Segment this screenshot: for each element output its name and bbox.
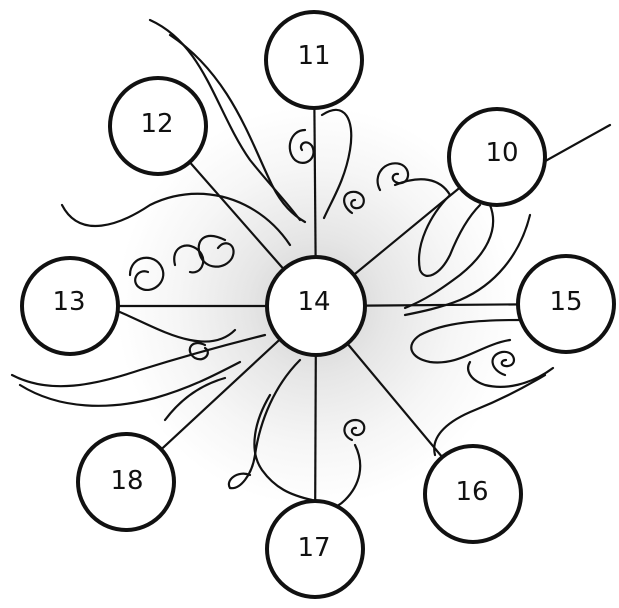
node-east-label: 15 — [549, 287, 582, 317]
flourish-east-swirl — [493, 352, 514, 375]
node-north-label: 11 — [297, 41, 330, 71]
flourish-east-lower — [411, 320, 520, 363]
node-west: 13 — [22, 258, 118, 354]
node-west-label: 13 — [52, 287, 85, 317]
flourish-west-lower — [115, 310, 235, 342]
node-southeast-label: 16 — [455, 477, 488, 507]
flourish-top-swirl — [290, 130, 314, 163]
node-southwest: 18 — [78, 434, 174, 530]
node-southwest-label: 18 — [110, 466, 143, 496]
node-south: 17 — [267, 501, 363, 597]
flourish-top-right — [322, 110, 351, 218]
flourish-top-right-swirl — [344, 192, 364, 213]
node-south-label: 17 — [297, 533, 330, 563]
node-northeast: 10 — [449, 109, 545, 205]
node-center-label: 14 — [297, 287, 330, 317]
flourish-south-swirl — [344, 420, 364, 440]
node-northeast-label: 10 — [485, 138, 518, 168]
flourish-west-swirl-2 — [174, 246, 203, 273]
node-northwest-label: 12 — [140, 109, 173, 139]
node-southeast: 16 — [425, 446, 521, 542]
flourish-south-left — [229, 360, 300, 488]
node-north: 11 — [266, 12, 362, 108]
flourish-south-right — [318, 445, 360, 508]
node-center: 14 — [267, 257, 365, 355]
flourish-top-right-swirl-2 — [378, 163, 408, 190]
node-northwest: 12 — [110, 78, 206, 174]
node-east: 15 — [518, 256, 614, 352]
flourish-south-left-2 — [254, 395, 312, 500]
flourish-west-swirl — [130, 258, 163, 290]
